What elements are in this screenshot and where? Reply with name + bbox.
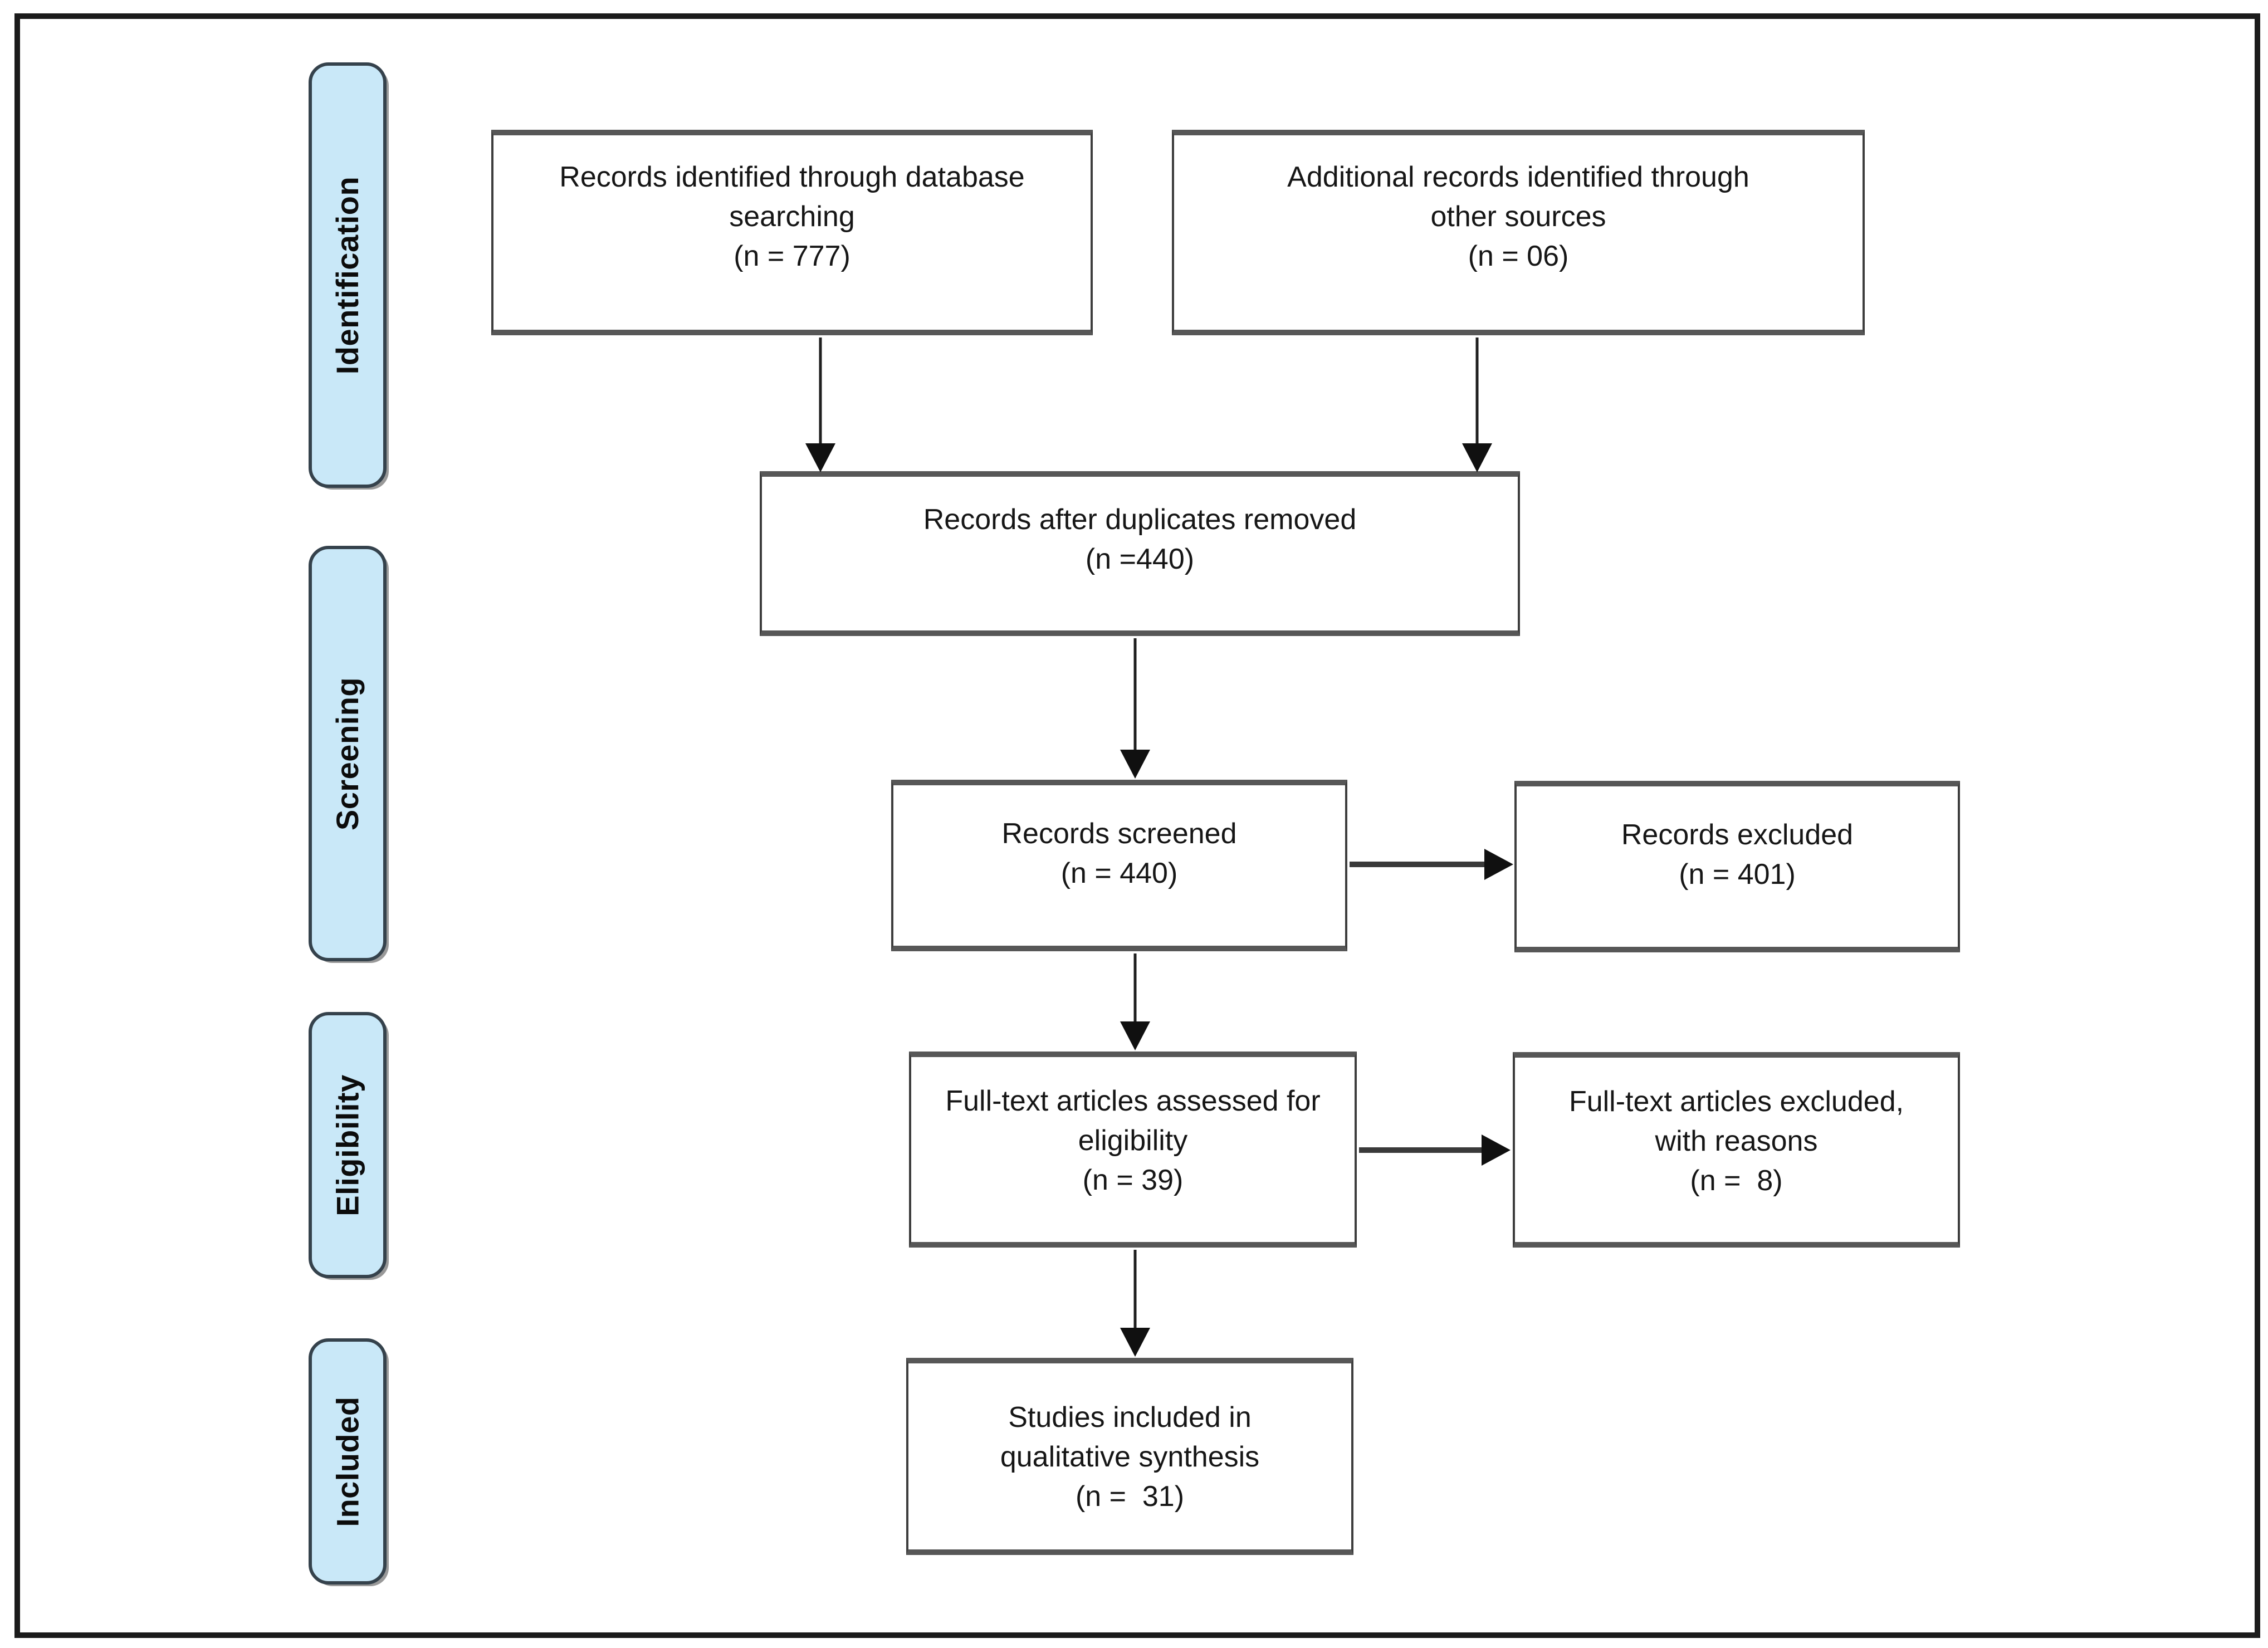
box-records-screened: Records screened (n = 440) [891, 780, 1347, 951]
box-records-identified: Records identified through database sear… [491, 130, 1093, 335]
diagram-frame [14, 13, 2260, 1638]
box-fulltext-excluded-line2: with reasons [1655, 1125, 1818, 1157]
stage-band-identification: Identification [309, 62, 387, 488]
stage-label-identification: Identification [330, 176, 365, 374]
stage-band-included: Included [309, 1338, 387, 1585]
stage-band-screening: Screening [309, 546, 387, 961]
box-fulltext-excluded-line1: Full-text articles excluded, [1568, 1085, 1904, 1118]
box-additional-records-line1: Additional records identified through [1287, 161, 1749, 193]
stage-label-screening: Screening [330, 677, 365, 830]
box-duplicates-removed: Records after duplicates removed (n =440… [760, 471, 1520, 636]
stage-label-included: Included [330, 1396, 365, 1527]
box-studies-included-count: (n = 31) [1075, 1480, 1185, 1513]
box-fulltext-assessed: Full-text articles assessed for eligibil… [909, 1052, 1357, 1248]
box-records-identified-line1: Records identified through database [559, 161, 1025, 193]
box-records-excluded-line1: Records excluded [1621, 819, 1854, 851]
box-fulltext-excluded-count: (n = 8) [1690, 1165, 1783, 1197]
box-studies-included: Studies included in qualitative synthesi… [906, 1358, 1353, 1555]
box-records-excluded: Records excluded (n = 401) [1514, 781, 1960, 952]
box-duplicates-removed-line1: Records after duplicates removed [923, 503, 1357, 536]
box-fulltext-assessed-line1: Full-text articles assessed for [945, 1085, 1321, 1117]
box-fulltext-assessed-count: (n = 39) [1082, 1164, 1184, 1196]
box-records-identified-count: (n = 777) [734, 240, 850, 272]
box-fulltext-excluded: Full-text articles excluded, with reason… [1513, 1052, 1960, 1248]
box-records-excluded-count: (n = 401) [1679, 858, 1796, 891]
box-duplicates-removed-count: (n =440) [1085, 543, 1195, 575]
stage-band-eligibility: Eligibility [309, 1012, 387, 1278]
box-fulltext-assessed-line2: eligibility [1078, 1124, 1188, 1157]
box-records-screened-count: (n = 440) [1060, 857, 1178, 889]
box-additional-records-line2: other sources [1430, 201, 1606, 233]
box-records-identified-line2: searching [729, 201, 855, 233]
box-additional-records: Additional records identified through ot… [1172, 130, 1865, 335]
box-studies-included-line1: Studies included in [1008, 1401, 1252, 1434]
box-records-screened-line1: Records screened [1001, 818, 1237, 850]
box-studies-included-line2: qualitative synthesis [1000, 1441, 1260, 1473]
stage-label-eligibility: Eligibility [330, 1074, 365, 1216]
box-additional-records-count: (n = 06) [1468, 240, 1569, 272]
